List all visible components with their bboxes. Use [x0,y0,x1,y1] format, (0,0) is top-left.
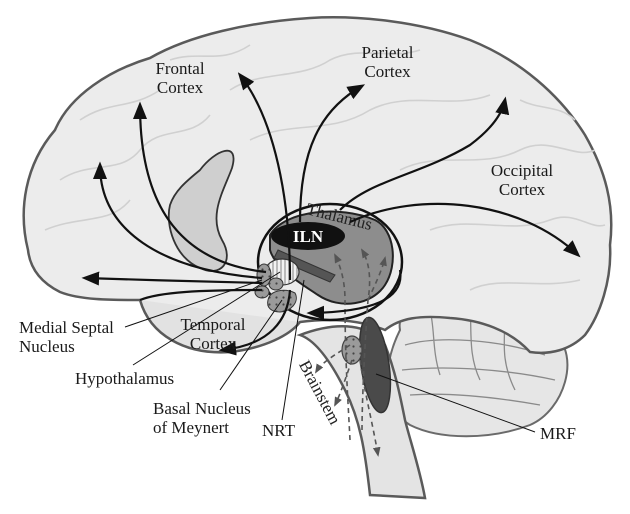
basal-nucleus-label: Basal Nucleus of Meynert [153,399,251,437]
hypothalamus-label: Hypothalamus [75,369,174,388]
iln: ILN [271,222,345,250]
lateral-ventricle [167,149,235,272]
mrf-shape [358,316,392,414]
arrow-to-parietal-2 [339,96,510,211]
medial-septal-nucleus-label-line1: Medial Septal [19,318,114,337]
frontal-cortex-label-line1: Frontal [155,59,205,78]
occipital-cortex-label: Occipital Cortex [477,161,567,199]
parietal-cortex-label-line1: Parietal [361,43,414,62]
leader-lines [124,271,536,433]
parietal-cortex-label-line2: Cortex [364,62,411,81]
arrow-to-frontal-2 [92,161,263,280]
medial-septal-nucleus-label: Medial Septal Nucleus [19,318,114,356]
arrow-to-frontal-4 [237,72,292,281]
parietal-cortex-label: Parietal Cortex [345,43,430,81]
occipital-cortex-label-line2: Cortex [498,180,546,199]
nrt-label: NRT [262,421,295,440]
arrow-to-temporal [306,269,402,320]
frontal-cortex-label: Frontal Cortex [140,59,220,97]
occipital-cortex-label-line1: Occipital [490,161,554,180]
arrow-to-parietal [298,84,366,223]
mrf-label-text: MRF [540,424,576,443]
basal-nucleus-label-line2: of Meynert [153,418,230,437]
basal-nucleus-label-line1: Basal Nucleus [153,399,251,418]
temporal-cortex-label: Temporal Cortex [168,315,258,353]
nrt-label-text: NRT [262,421,295,440]
dashed-pathways [315,248,387,457]
hypothalamus-label-text: Hypothalamus [75,369,175,388]
medial-septal-nucleus-label-line2: Nucleus [19,337,75,356]
leader-nrt [281,279,305,421]
leader-hypothalamus [132,271,281,366]
temporal-cortex-label-line1: Temporal [180,315,246,334]
arrow-to-temporal-2 [218,289,292,356]
frontal-cortex-label-line2: Cortex [156,78,204,97]
projection-arrows [81,72,581,356]
leader-medial-septal [124,279,263,328]
leader-basal-nucleus [219,299,283,391]
iln-label: ILN [293,227,324,246]
arrow-to-occipital [349,202,581,258]
arrow-to-frontal-1 [81,271,263,286]
temporal-cortex-label-line2: Cortex [189,334,237,353]
mrf-label: MRF [540,424,576,443]
arrow-to-frontal-3 [132,101,267,274]
leader-mrf [375,373,536,433]
